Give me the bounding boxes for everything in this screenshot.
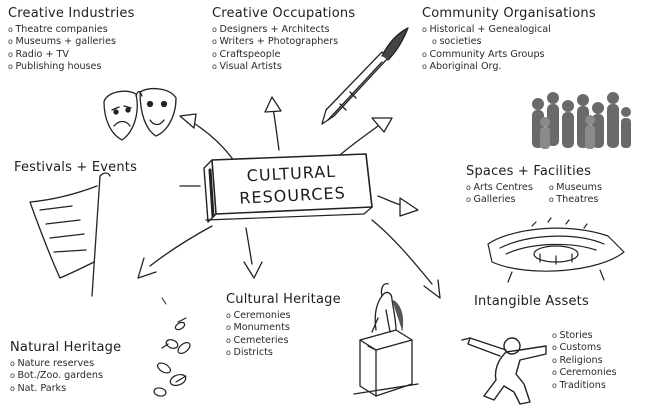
theatre-masks-icon xyxy=(103,87,177,141)
festivals-node: Festivals + Events xyxy=(14,160,137,175)
list-item: Museums + galleries xyxy=(8,36,135,48)
arrow-to-natural-heritage xyxy=(137,225,213,279)
creative-occupations-list: Designers + Architects Writers + Photogr… xyxy=(212,24,355,74)
list-item: Visual Artists xyxy=(212,61,355,73)
list-item: Publishing houses xyxy=(8,61,135,73)
paintbrush-icon xyxy=(321,27,409,125)
community-organisations-title: Community Organisations xyxy=(422,6,596,21)
central-title: CULTURAL RESOURCES xyxy=(221,159,363,210)
community-organisations-node: Community Organisations Historical + Gen… xyxy=(422,6,596,74)
arrow-to-spaces xyxy=(377,195,419,217)
list-item: Arts Centres xyxy=(466,182,532,194)
arrows xyxy=(137,96,441,299)
intangible-node: Intangible Assets xyxy=(474,294,589,309)
leaves-icon xyxy=(153,317,191,397)
list-item: Craftspeople xyxy=(212,49,355,61)
spaces-list-col1: Arts Centres Galleries xyxy=(466,182,533,207)
festivals-title: Festivals + Events xyxy=(14,160,138,175)
intangible-list: Stories Customs Religions Ceremonies Tra… xyxy=(552,330,617,392)
arrow-to-community-organisations xyxy=(339,117,393,156)
monument-statue-icon xyxy=(353,282,419,397)
list-item: Nat. Parks xyxy=(10,383,121,395)
central-box xyxy=(203,153,373,223)
natural-heritage-list: Nature reserves Bot./Zoo. gardens Nat. P… xyxy=(10,358,121,395)
arrow-to-creative-occupations xyxy=(264,96,282,151)
cultural-heritage-title: Cultural Heritage xyxy=(226,292,341,307)
list-item: Writers + Photographers xyxy=(212,36,355,48)
small-tick-mark xyxy=(161,297,167,305)
list-item: Cemeteries xyxy=(226,335,341,347)
cultural-heritage-list: Ceremonies Monuments Cemeteries District… xyxy=(226,310,341,360)
creative-industries-list: Theatre companies Museums + galleries Ra… xyxy=(8,24,135,74)
creative-occupations-node: Creative Occupations Designers + Archite… xyxy=(212,6,355,74)
intangible-list-block: Stories Customs Religions Ceremonies Tra… xyxy=(552,330,617,392)
crowd-icon xyxy=(532,92,631,149)
list-item: Theatre companies xyxy=(8,24,135,36)
natural-heritage-node: Natural Heritage Nature reserves Bot./Zo… xyxy=(10,340,121,395)
list-item: Designers + Architects xyxy=(212,24,355,36)
spaces-columns: Arts Centres Galleries Museums Theatres xyxy=(466,179,602,207)
cultural-heritage-node: Cultural Heritage Ceremonies Monuments C… xyxy=(226,292,341,360)
pointing-figure-icon xyxy=(461,337,547,405)
list-item: Community Arts Groups xyxy=(422,49,596,61)
list-item: Radio + TV xyxy=(8,49,135,61)
list-item: Bot./Zoo. gardens xyxy=(10,370,121,382)
arrow-to-cultural-heritage xyxy=(243,227,263,279)
list-item: Districts xyxy=(226,347,341,359)
list-item: Monuments xyxy=(226,322,341,334)
spaces-list-col2: Museums Theatres xyxy=(549,182,602,207)
list-item: Nature reserves xyxy=(10,358,121,370)
list-item: Religions xyxy=(552,355,617,367)
list-item: Ceremonies xyxy=(226,310,341,322)
list-item: Ceremonies xyxy=(552,367,616,379)
intangible-title: Intangible Assets xyxy=(474,294,589,309)
spaces-node: Spaces + Facilities Arts Centres Galleri… xyxy=(466,164,602,207)
community-organisations-list: Historical + Genealogical societies Comm… xyxy=(422,24,596,74)
creative-industries-title: Creative Industries xyxy=(8,6,135,21)
creative-occupations-title: Creative Occupations xyxy=(212,6,356,21)
spaces-title: Spaces + Facilities xyxy=(466,164,592,179)
list-item: Galleries xyxy=(466,194,533,206)
list-item: societies xyxy=(422,36,596,48)
natural-heritage-title: Natural Heritage xyxy=(10,340,122,355)
arrow-to-creative-industries xyxy=(179,113,233,159)
list-item: Customs xyxy=(552,342,617,354)
list-item: Aboriginal Org. xyxy=(422,61,596,73)
creative-industries-node: Creative Industries Theatre companies Mu… xyxy=(8,6,135,74)
list-item: Museums xyxy=(549,182,602,194)
flag-icon xyxy=(29,172,111,297)
list-item: Historical + Genealogical xyxy=(422,24,596,36)
list-item: Traditions xyxy=(552,380,617,392)
list-item: Stories xyxy=(552,330,617,342)
list-item: Theatres xyxy=(549,194,602,206)
arrow-to-intangible-assets xyxy=(371,219,441,299)
amphitheatre-icon xyxy=(487,217,625,283)
